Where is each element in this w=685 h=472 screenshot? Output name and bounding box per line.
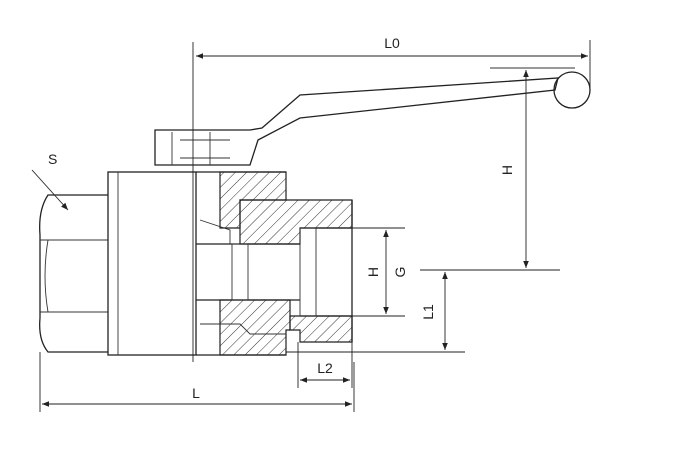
label-l1: L1 xyxy=(420,304,436,320)
handle-lever xyxy=(154,67,591,166)
label-g: G xyxy=(392,267,408,278)
dimension-l2: L2 xyxy=(297,342,353,388)
label-l2: L2 xyxy=(317,360,333,376)
label-h-top: H xyxy=(499,165,515,175)
callout-s: S xyxy=(31,151,69,211)
dimension-l: L xyxy=(39,352,355,412)
dimension-l1: L1 xyxy=(286,272,465,353)
label-h-mid: H xyxy=(365,267,381,277)
internal-bore xyxy=(196,200,353,342)
label-l: L xyxy=(192,385,200,401)
label-s: S xyxy=(48,151,57,167)
hex-end-connector xyxy=(39,194,108,353)
dimension-h-top: H xyxy=(420,70,560,271)
dimension-h-g: H G xyxy=(352,227,408,317)
label-l0: L0 xyxy=(384,35,400,51)
dimension-l0: L0 xyxy=(196,35,591,90)
cross-section-hatch xyxy=(219,171,353,356)
